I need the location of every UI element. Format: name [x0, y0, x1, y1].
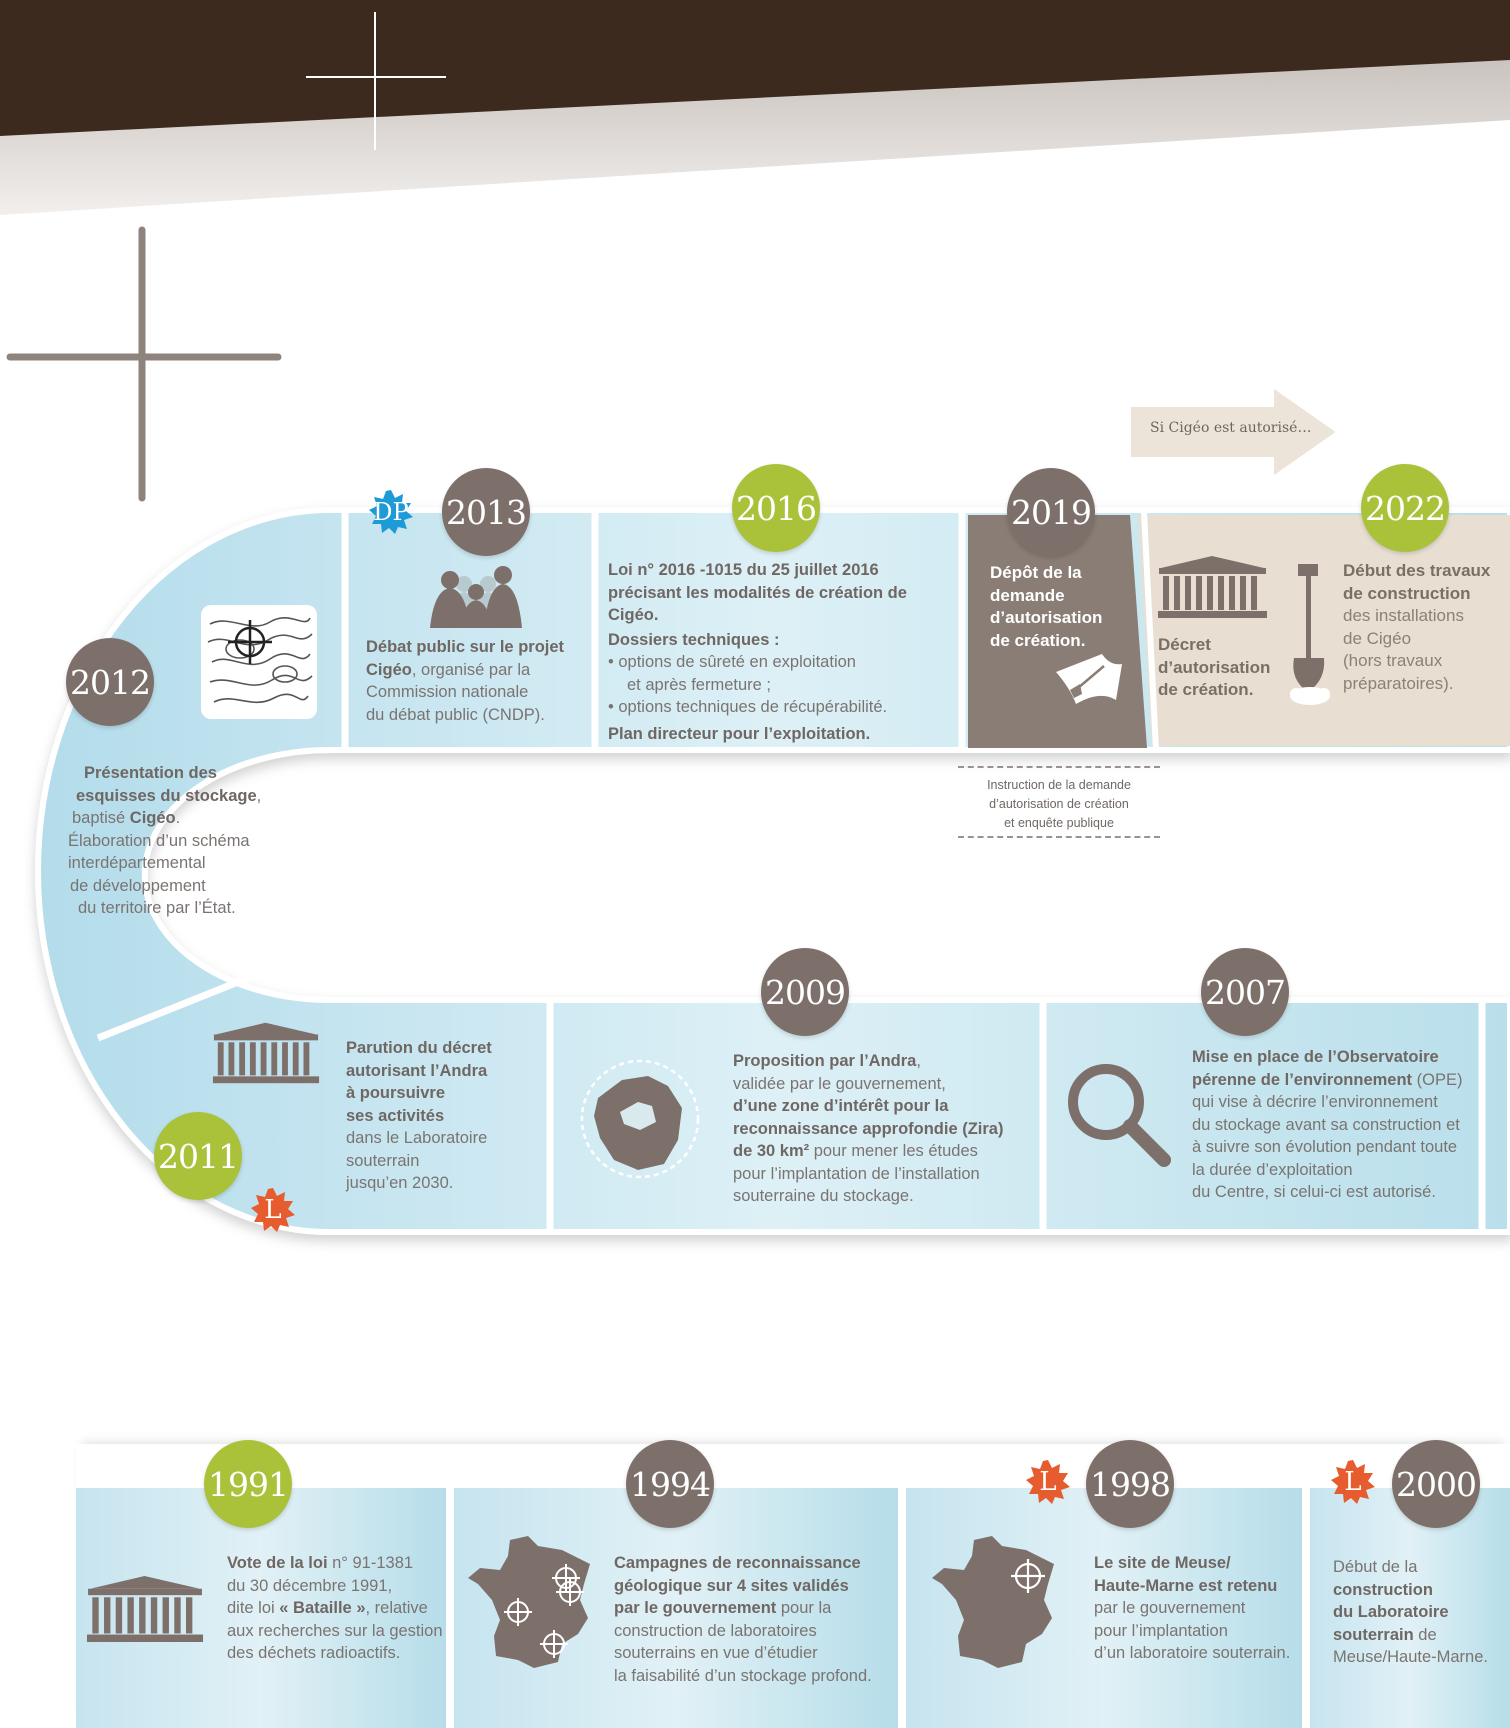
- year-2007: 2007: [1201, 948, 1289, 1036]
- parliament-icon: [1158, 556, 1267, 618]
- panel-1991: [76, 1488, 446, 1728]
- cross-mark-top: [306, 12, 446, 150]
- text-2000: Début de la construction du Laboratoire …: [1333, 1558, 1488, 1666]
- year-2019: 2019: [1007, 468, 1095, 556]
- text-2011: Parution du décret autorisant l’Andra à …: [346, 1039, 492, 1192]
- text-2016: Loi n° 2016 -1015 du 25 juillet 2016 pré…: [608, 559, 958, 745]
- text-2013: Débat public sur le projet Cigéo, organi…: [366, 638, 565, 724]
- year-1994: 1994: [626, 1440, 714, 1528]
- timeline-track: [35, 507, 1510, 1235]
- year-1991: 1991: [204, 1440, 292, 1528]
- header-band: [0, 0, 1510, 215]
- year-2016: 2016: [732, 464, 820, 552]
- text-1994: Campagnes de reconnaissance géologique s…: [614, 1554, 872, 1685]
- burst-shape-blue: [369, 490, 413, 534]
- parliament-icon: [86, 1576, 204, 1642]
- text-1991: Vote de la loi n° 91-1381 du 30 décembre…: [227, 1554, 443, 1662]
- shovel-icon: [1290, 564, 1330, 705]
- year-2013: 2013: [442, 468, 530, 556]
- year-2022: 2022: [1361, 464, 1449, 552]
- arrow-icon: [1127, 381, 1343, 483]
- year-2011: 2011: [154, 1112, 242, 1200]
- document-shovel-icon: [1056, 654, 1122, 704]
- france-map-icon: [932, 1536, 1054, 1668]
- cross-mark-large: [6, 226, 282, 502]
- parliament-icon: [212, 1022, 320, 1084]
- burst-shape-orange: [1026, 1460, 1070, 1504]
- topographic-map-icon: [201, 605, 317, 719]
- magnifier-icon: [1068, 1064, 1171, 1167]
- year-2000: 2000: [1392, 1440, 1480, 1528]
- dp-badge: DP: [369, 490, 413, 534]
- text-2007: Mise en place de l’Observatoire pérenne …: [1192, 1048, 1463, 1201]
- year-2012: 2012: [66, 638, 154, 726]
- panel-2000: [1310, 1488, 1510, 1728]
- instruction-note: Instruction de la demande d’autorisation…: [958, 766, 1160, 838]
- text-1998: Le site de Meuse/ Haute-Marne est retenu…: [1094, 1554, 1291, 1662]
- france-map-icon: [468, 1536, 590, 1668]
- law-badge-2000: L: [1331, 1460, 1375, 1504]
- arrow-note: Si Cigéo est autorisé…: [1150, 420, 1312, 436]
- law-badge-1998: L: [1026, 1460, 1070, 1504]
- text-2012: Présentation des esquisses du stockage, …: [68, 764, 262, 917]
- text-2009: Proposition par l’Andra, validée par le …: [733, 1052, 1004, 1205]
- bullet-item: • options de sûreté en exploitation: [608, 653, 856, 671]
- zone-map-icon: [580, 1059, 700, 1179]
- law-badge-2011: L: [251, 1188, 295, 1232]
- text-2022-decree: Décret d’autorisation de création.: [1158, 635, 1271, 699]
- burst-shape-orange: [251, 1188, 295, 1232]
- people-icon: [430, 566, 522, 628]
- year-1998: 1998: [1086, 1440, 1174, 1528]
- text-2019: Dépôt de la demande d’autorisation de cr…: [990, 563, 1103, 650]
- year-2009: 2009: [761, 948, 849, 1036]
- burst-shape-orange: [1331, 1460, 1375, 1504]
- text-2022-works: Début des travaux de construction des in…: [1343, 561, 1491, 693]
- bullet-item: • options techniques de récupérabilité.: [608, 698, 888, 716]
